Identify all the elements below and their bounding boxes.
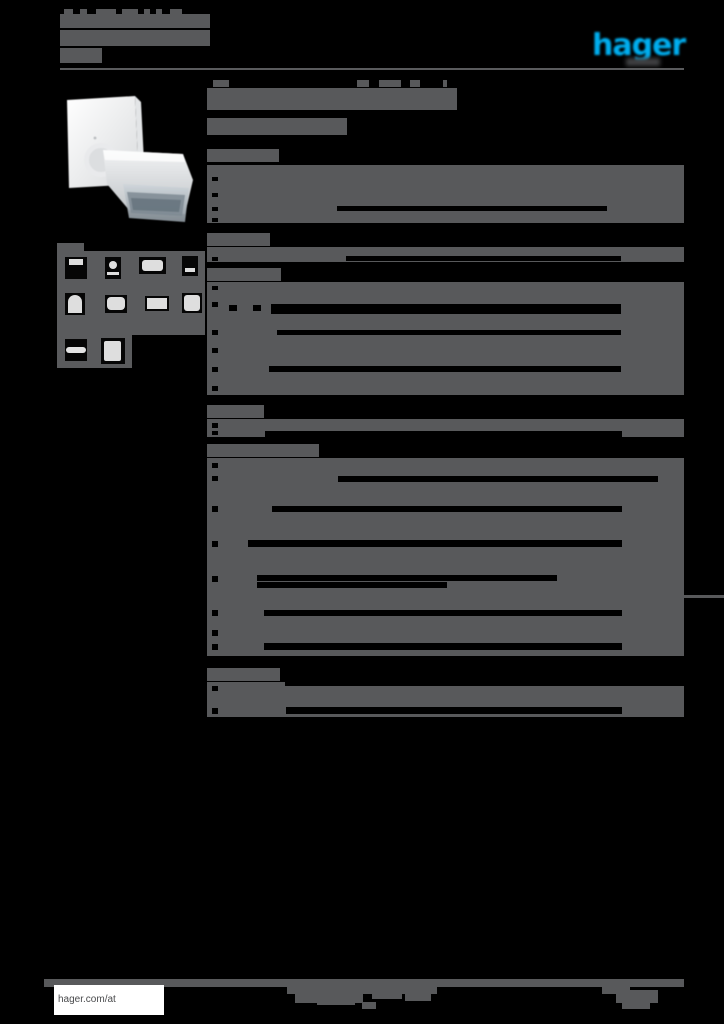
icon-switch	[65, 339, 87, 361]
product-title	[207, 88, 457, 110]
page-footer: hager.com/at	[40, 979, 684, 1019]
header-title-line-2	[60, 30, 210, 46]
logo-underline	[626, 58, 660, 66]
datasheet-content	[207, 80, 684, 722]
footer-divider	[44, 979, 684, 987]
footer-website-label: hager.com/at	[58, 994, 116, 1005]
product-subtitle	[207, 118, 347, 135]
section-heading	[207, 444, 319, 457]
header-title-line-1	[60, 14, 210, 28]
hager-logo: hager	[592, 28, 686, 63]
header-reference	[60, 48, 102, 63]
section-heading	[207, 405, 264, 418]
page-header: hager	[60, 9, 686, 70]
footer-center-text	[287, 987, 437, 1009]
icon-timer	[105, 295, 127, 313]
spec-section	[207, 668, 684, 722]
header-title-group	[60, 9, 270, 63]
icon-ip-rating	[65, 257, 87, 279]
section-heading	[207, 149, 279, 162]
spec-section	[207, 268, 684, 400]
icon-mounting-height	[182, 256, 198, 276]
spec-section	[207, 233, 684, 262]
section-heading	[207, 668, 280, 681]
section-heading	[207, 233, 270, 246]
content-overflow-rule	[684, 595, 724, 598]
header-divider	[60, 68, 684, 70]
section-heading	[207, 268, 281, 281]
product-icon-grid	[57, 243, 205, 368]
product-image	[57, 88, 205, 236]
icon-temperature	[182, 293, 202, 313]
icon-load	[145, 296, 169, 311]
icon-detection-angle	[105, 257, 121, 279]
footer-website-link[interactable]: hager.com/at	[54, 985, 164, 1015]
spec-section	[207, 405, 684, 437]
icon-reach	[139, 257, 166, 274]
icon-wall-mount	[101, 338, 125, 364]
icon-lux	[65, 293, 85, 315]
spec-section	[207, 149, 684, 223]
footer-right-text	[602, 987, 674, 1009]
spec-section	[207, 444, 684, 662]
